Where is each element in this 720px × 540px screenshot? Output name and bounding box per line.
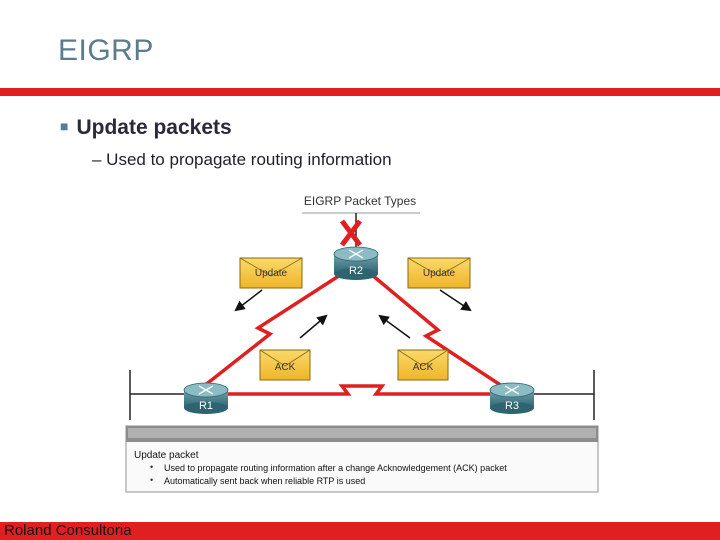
- link-r1-r3: [222, 384, 492, 396]
- square-bullet-icon: ■: [60, 118, 69, 134]
- info-box-bullet-2-mark: •: [150, 475, 153, 485]
- footer-bar: Roland Consultoria: [0, 522, 720, 540]
- footer-text: Roland Consultoria: [4, 522, 132, 539]
- arrow-ack-left: [299, 314, 328, 339]
- update-envelope-left-label: Update: [255, 268, 288, 279]
- diagram-title: EIGRP Packet Types: [304, 194, 416, 208]
- router-r3-label: R3: [505, 400, 519, 412]
- info-box-heading: Update packet: [134, 450, 199, 461]
- router-r3-icon: R3: [489, 382, 535, 414]
- arrow-update-to-r3: [439, 289, 472, 312]
- link-r2-r3: [364, 268, 503, 388]
- info-box-item-2: Automatically sent back when reliable RT…: [164, 476, 365, 486]
- router-r1-label: R1: [199, 400, 213, 412]
- arrow-ack-right: [378, 314, 411, 339]
- eigrp-diagram: EIGRP Packet Types Update Update ACK ACK: [125, 194, 599, 493]
- router-r2-icon: R2: [333, 246, 379, 280]
- update-envelope-left: Update: [239, 257, 303, 289]
- info-box-bullet-1-mark: •: [150, 462, 153, 472]
- bullet-main-text: Update packets: [76, 116, 232, 139]
- ack-envelope-left-label: ACK: [275, 362, 296, 373]
- ack-envelope-left: ACK: [259, 349, 311, 381]
- slide-title: EIGRP: [58, 34, 154, 67]
- arrow-update-to-r1: [234, 289, 263, 312]
- router-r2-label: R2: [349, 265, 363, 277]
- info-box-item-1: Used to propagate routing information af…: [164, 463, 507, 473]
- link-r1-r2: [202, 268, 349, 388]
- title-divider: [0, 88, 720, 96]
- bullet-sub: – Used to propagate routing information: [92, 150, 392, 169]
- ack-envelope-right: ACK: [397, 349, 449, 381]
- ack-envelope-right-label: ACK: [413, 362, 434, 373]
- bullet-main: ■ Update packets: [60, 116, 232, 140]
- update-envelope-right-label: Update: [423, 268, 456, 279]
- info-box: Update packet • Used to propagate routin…: [125, 425, 599, 493]
- router-r1-icon: R1: [183, 382, 229, 414]
- blocked-x-icon: [340, 219, 362, 247]
- update-envelope-right: Update: [407, 257, 471, 289]
